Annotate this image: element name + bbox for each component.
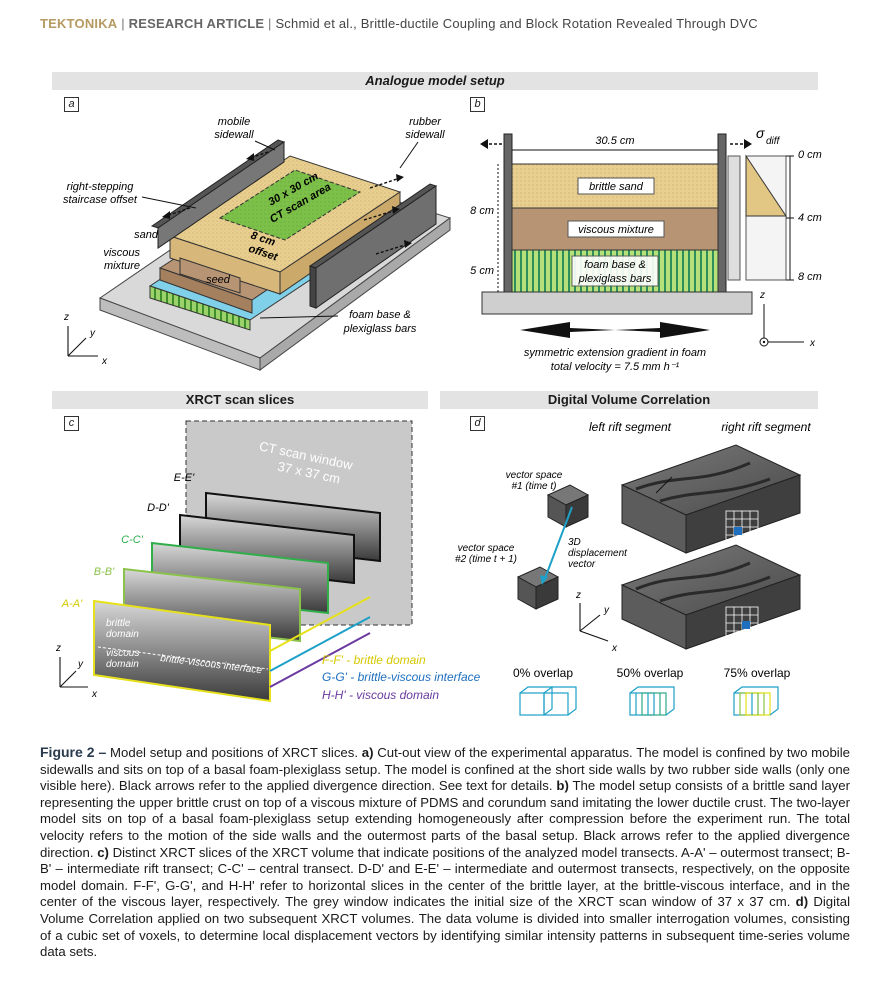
- panel-c-diagram: CT scan window 37 x 37 cm E-E' D-D' C-C'…: [55, 420, 480, 703]
- label-sand: sand: [134, 229, 159, 241]
- slice-a: [93, 599, 271, 703]
- hslice-f: F-F' - brittle domain: [322, 653, 426, 667]
- disp-label-2: displacement: [568, 548, 628, 559]
- label-width: 30.5 cm: [595, 135, 634, 147]
- analogue-setup-bar: Analogue model setup: [52, 72, 818, 90]
- caption-a-label: a): [361, 745, 374, 760]
- axis-z-b: z: [759, 290, 765, 301]
- domain-viscous-1: viscous: [106, 648, 139, 659]
- overlap-75-label: 75% overlap: [724, 666, 791, 680]
- overlap-50-label: 50% overlap: [617, 666, 684, 680]
- figure-caption: Figure 2 – Model setup and positions of …: [40, 744, 850, 961]
- header-separator-2: |: [268, 16, 272, 31]
- right-rift-label: right rift segment: [721, 420, 811, 434]
- slice-label-a: A-A': [61, 598, 83, 610]
- axis-y-c: y: [77, 659, 84, 670]
- journal-name: TEKTONIKA: [40, 16, 118, 31]
- label-rubber-sidewall: sidewall: [405, 129, 445, 141]
- layer-foam-2: plexiglass bars: [578, 273, 652, 285]
- vs1-label-2: #1 (time t): [511, 481, 556, 492]
- depth-8: 8 cm: [798, 271, 822, 283]
- slice-label-c: C-C': [121, 534, 144, 546]
- axis-z-d: z: [575, 590, 581, 601]
- label-sigma: σ: [756, 125, 765, 141]
- axis-z-a: z: [63, 312, 69, 323]
- panel-b-diagram: 30.5 cm σ diff 0 cm 4 cm 8 cm 8 cm 5 cm …: [470, 125, 822, 373]
- layer-foam-1: foam base &: [584, 259, 646, 271]
- axis-y-a: y: [89, 328, 96, 339]
- label-viscous-2: mixture: [104, 260, 140, 272]
- panel-label-c: c: [64, 416, 79, 431]
- axis-z-c: z: [55, 643, 61, 654]
- axis-x-b: x: [809, 338, 816, 349]
- slice-label-d: D-D': [147, 502, 170, 514]
- label-staircase-1: right-stepping: [67, 181, 135, 193]
- layer-sand: brittle sand: [589, 181, 644, 193]
- figure-number: Figure 2 –: [40, 744, 107, 760]
- left-rift-label: left rift segment: [589, 420, 672, 434]
- domain-viscous-2: domain: [106, 659, 139, 670]
- article-citation: Schmid et al., Brittle-ductile Coupling …: [275, 16, 758, 31]
- overlap-75-cubes: [733, 686, 779, 716]
- panel-a-diagram: mobile sidewall rubber sidewall right-st…: [63, 116, 452, 371]
- panel-label-a: a: [64, 97, 79, 112]
- label-foam-1: foam base &: [349, 309, 411, 321]
- domain-brittle-2: domain: [106, 629, 139, 640]
- gradient-2: total velocity = 7.5 mm h⁻¹: [551, 361, 680, 373]
- slice-label-b: B-B': [94, 566, 115, 578]
- axis-y-d: y: [603, 605, 610, 616]
- depth-0: 0 cm: [798, 149, 822, 161]
- vs1-label-1: vector space: [506, 470, 563, 481]
- overlap-0-cubes: [519, 686, 577, 716]
- panel-d-diagram: left rift segment right rift segment vec…: [455, 420, 811, 716]
- overlap-50-cubes: [629, 686, 675, 716]
- label-staircase-2: staircase offset: [63, 194, 138, 206]
- caption-c-text: Distinct XRCT slices of the XRCT volume …: [40, 844, 850, 910]
- label-rubber: rubber: [409, 116, 442, 128]
- depth-4: 4 cm: [798, 212, 822, 224]
- vs2-label-2: #2 (time t + 1): [455, 554, 517, 565]
- page-header: TEKTONIKA | RESEARCH ARTICLE | Schmid et…: [40, 16, 758, 31]
- axis-x-d: x: [611, 643, 618, 654]
- disp-label-3: vector: [568, 559, 596, 570]
- layer-viscous: viscous mixture: [578, 224, 654, 236]
- caption-a-text: Cut-out view of the experimental apparat…: [40, 745, 850, 794]
- disp-label-1: 3D: [568, 537, 581, 548]
- label-sigma-sub: diff: [766, 136, 781, 147]
- caption-d-text: Digital Volume Correlation applied on tw…: [40, 894, 850, 960]
- hslice-h: H-H' - viscous domain: [322, 688, 439, 702]
- axis-x-a: x: [101, 356, 108, 367]
- label-viscous-1: viscous: [103, 247, 140, 259]
- caption-b-text: The model setup consists of a brittle sa…: [40, 778, 850, 860]
- xrct-slices-bar: XRCT scan slices: [52, 391, 428, 409]
- hslice-g: G-G' - brittle-viscous interface: [322, 670, 480, 684]
- caption-intro: Model setup and positions of XRCT slices…: [106, 745, 362, 760]
- height-8: 8 cm: [470, 205, 494, 217]
- caption-d-label: d): [795, 894, 809, 910]
- overlap-0-label: 0% overlap: [513, 666, 573, 680]
- panel-label-d: d: [470, 416, 485, 431]
- caption-b-label: b): [556, 778, 569, 794]
- label-foam-2: plexiglass bars: [343, 323, 417, 335]
- axis-x-c: x: [91, 689, 98, 700]
- vs2-label-1: vector space: [458, 543, 515, 554]
- gradient-1: symmetric extension gradient in foam: [524, 347, 706, 359]
- article-type: RESEARCH ARTICLE: [128, 16, 265, 31]
- header-separator: |: [121, 16, 125, 31]
- panel-label-b: b: [470, 97, 485, 112]
- caption-c-label: c): [97, 844, 109, 860]
- slice-label-e: E-E': [174, 472, 195, 484]
- domain-brittle-1: brittle: [106, 618, 131, 629]
- label-seed: seed: [206, 274, 231, 286]
- label-mobile: mobile: [218, 116, 250, 128]
- dvc-bar: Digital Volume Correlation: [440, 391, 818, 409]
- label-sidewall: sidewall: [214, 129, 254, 141]
- height-5: 5 cm: [470, 265, 494, 277]
